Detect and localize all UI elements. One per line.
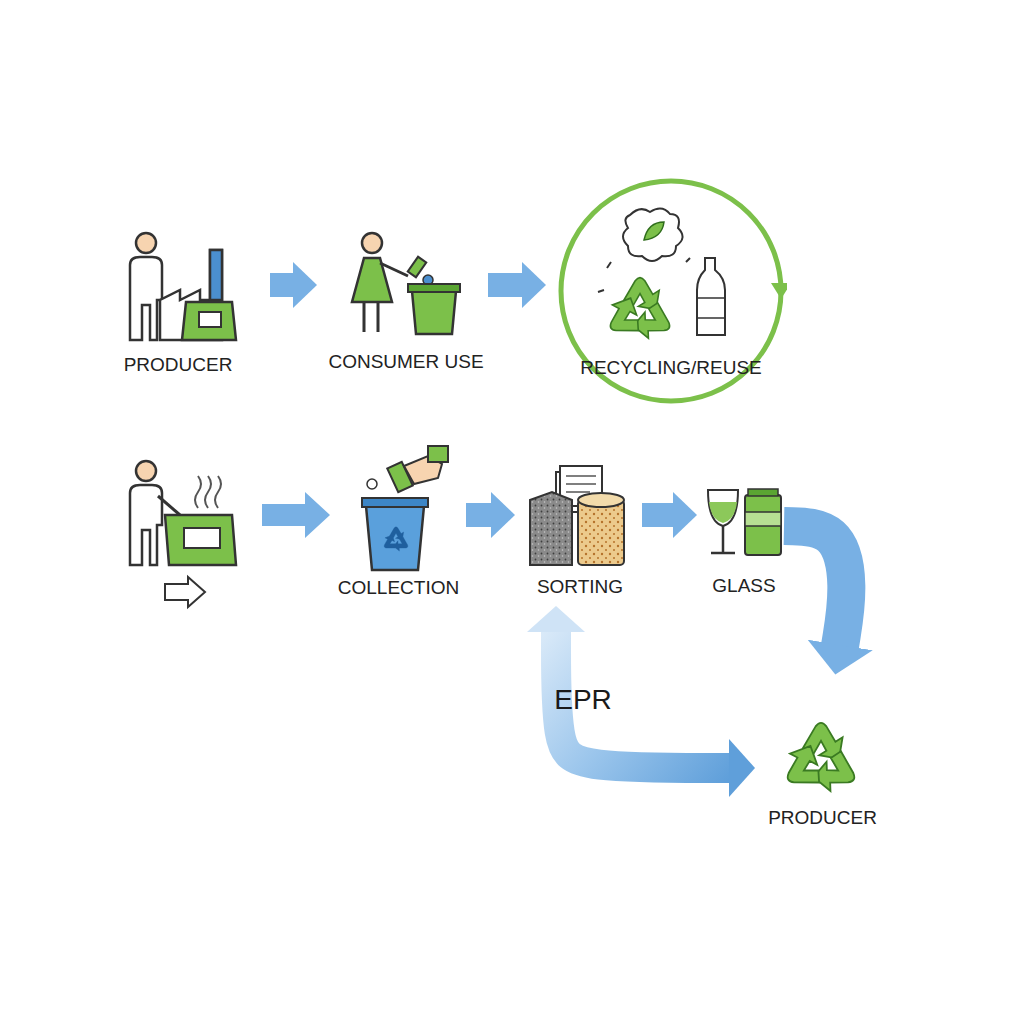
disposal-icon [130,461,236,607]
stage-node: COLLECTION [335,445,462,607]
steam [195,476,221,508]
waste-item [367,479,377,489]
person-head [136,461,156,481]
bin-lid [362,498,428,507]
wine-glass [708,490,738,526]
sorting-icon [530,466,624,565]
flow-arrow [488,273,523,297]
node-label: CONSUMER USE [322,351,490,373]
node-label: GLASS [700,575,788,597]
paper-lines [566,476,596,492]
consumer-icon [352,233,460,334]
cylinder-top [578,493,624,507]
node-label: RECYCLING/REUSE [555,357,787,379]
blue-bin [366,506,424,570]
node-label: SORTING [520,576,640,598]
flow-arrow [556,631,730,768]
node-label: PRODUCER [108,354,248,376]
waste-item [408,257,427,277]
node-label: COLLECTION [335,577,462,599]
stage-node: SORTING [520,460,640,605]
person-head [362,233,382,253]
flow-arrow [642,503,674,527]
stage-node: PRODUCER [108,228,248,378]
jar-lid [748,489,778,496]
gray-block [530,492,572,565]
wine [709,502,737,523]
cycle-ring [555,175,787,407]
person-arm [380,263,408,276]
person-head [136,233,156,253]
glass-icon [708,489,781,555]
leaf [644,222,664,240]
green-bin [412,291,456,334]
sleeve [428,446,448,462]
green-box [165,515,236,565]
producer-icon [130,233,236,340]
person-arm [158,496,180,515]
flow-arrow [784,526,846,646]
recycle-symbol [601,278,677,345]
box-label [199,312,221,327]
flow-arrow [466,503,492,527]
cycle-arc [561,181,781,401]
person-legs [364,302,378,332]
node-label: PRODUCER [760,807,885,829]
tan-cylinder [578,500,624,565]
stage-node: PRODUCER [760,676,885,836]
glass-jar [745,495,781,555]
flow-arrow [262,492,330,538]
edge-label: EPR [554,684,612,716]
person-body [130,257,162,340]
product-box [182,302,236,340]
flow-arrow [270,273,294,297]
recycling-icon [598,208,725,344]
cycle-arrowhead [771,283,787,299]
bottle-band [697,298,725,318]
recycle-symbol [381,527,411,554]
bin-lid [408,284,460,292]
stage-node: GLASS [700,470,788,605]
cycle-node: RECYCLING/REUSE [555,175,787,407]
stage-node: CONSUMER USE [322,228,490,378]
jar-band [745,512,781,526]
glass-stem [711,526,735,553]
bottle [697,258,725,335]
splash-outline [623,208,683,261]
outline-arrow [165,577,205,607]
specks [598,258,690,292]
box-label [184,528,220,548]
recycle-symbol [777,723,862,798]
factory-chimney [210,250,222,300]
collection-icon [362,446,448,570]
